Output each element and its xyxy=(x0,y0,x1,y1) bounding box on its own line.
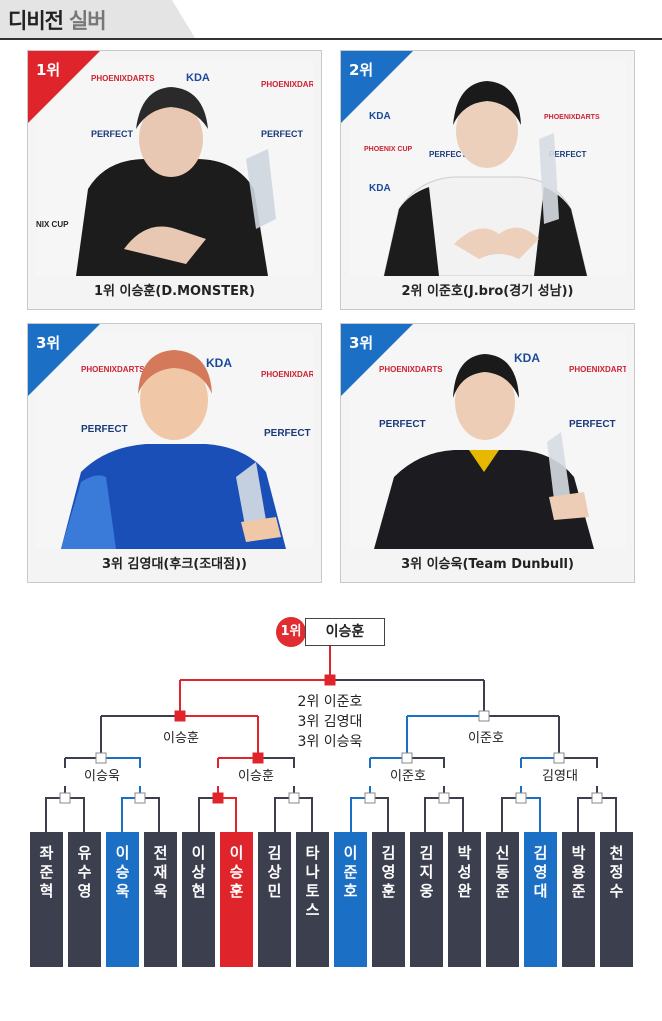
page-subtitle: 실버 xyxy=(68,9,107,33)
svg-text:KDA: KDA xyxy=(369,111,391,122)
photo-illustration: PHOENIXDARTS KDA PHOENIXDARTS PERFECT PE… xyxy=(349,332,626,549)
junction-marker xyxy=(252,752,264,764)
winner-caption: 3위 이승욱(Team Dunbull) xyxy=(401,557,574,572)
rank-badge: 3위 xyxy=(341,324,413,396)
svg-text:NIX CUP: NIX CUP xyxy=(36,220,69,229)
svg-text:PHOENIXDARTS: PHOENIXDARTS xyxy=(379,365,443,374)
junction-marker xyxy=(59,792,71,804)
svg-text:PHOENIXDARTS: PHOENIXDARTS xyxy=(544,114,600,121)
junction-marker xyxy=(95,752,107,764)
junction-marker xyxy=(515,792,527,804)
svg-text:PHOENIXDARTS: PHOENIXDARTS xyxy=(261,80,313,89)
svg-text:PERFECT: PERFECT xyxy=(81,424,128,435)
junction-marker xyxy=(174,710,186,722)
svg-text:PHOENIXDARTS: PHOENIXDARTS xyxy=(81,365,145,374)
winner-caption: 3위 김영대(후크(조대점)) xyxy=(102,557,247,572)
winner-card-4: PHOENIXDARTS KDA PHOENIXDARTS PERFECT PE… xyxy=(340,323,635,583)
champion-name: 이승훈 xyxy=(305,618,385,646)
header-divider xyxy=(0,38,662,40)
junction-marker xyxy=(212,792,224,804)
champion-rank-badge: 1위 xyxy=(276,617,306,647)
photo-illustration: PHOENIXDARTS KDA PHOENIXDARTS PERFECT PE… xyxy=(36,332,313,549)
standings-summary: 2위 이준호 3위 김영대 3위 이승욱 xyxy=(280,692,380,752)
svg-text:KDA: KDA xyxy=(206,356,232,370)
tournament-bracket: 1위 이승훈 2위 이준호 3위 김영대 3위 이승욱 이승훈 이준호 이승욱 … xyxy=(0,600,662,1021)
winner-photo-1: PHOENIXDARTS KDA PHOENIXDARTS PERFECT PE… xyxy=(36,59,313,276)
quarterfinal-winner-1: 이승욱 xyxy=(62,768,142,786)
svg-text:PERFECT: PERFECT xyxy=(549,150,586,159)
quarterfinal-winner-4: 김영대 xyxy=(520,768,600,786)
quarterfinal-winner-2: 이승훈 xyxy=(216,768,296,786)
winner-caption: 1위 이승훈(D.MONSTER) xyxy=(93,284,255,299)
svg-text:PHOENIX CUP: PHOENIX CUP xyxy=(364,146,413,153)
winner-caption: 2위 이준호(J.bro(경기 성남)) xyxy=(401,284,574,299)
winner-photo-4: PHOENIXDARTS KDA PHOENIXDARTS PERFECT PE… xyxy=(349,332,626,549)
svg-text:PHOENIXDARTS: PHOENIXDARTS xyxy=(569,365,626,374)
svg-text:KDA: KDA xyxy=(369,183,391,194)
svg-text:PERFECT: PERFECT xyxy=(261,129,304,139)
junction-marker xyxy=(401,752,413,764)
junction-marker xyxy=(288,792,300,804)
svg-text:KDA: KDA xyxy=(186,72,210,84)
header-tab xyxy=(0,0,195,38)
svg-text:PERFECT: PERFECT xyxy=(91,129,134,139)
junction-marker xyxy=(478,710,490,722)
quarterfinal-winner-3: 이준호 xyxy=(368,768,448,786)
svg-text:KDA: KDA xyxy=(514,351,540,365)
svg-text:PERFECT: PERFECT xyxy=(429,150,466,159)
junction-marker xyxy=(134,792,146,804)
svg-text:PERFECT: PERFECT xyxy=(264,428,311,439)
rank-badge: 1위 xyxy=(28,51,100,123)
semifinal-winner-right: 이준호 xyxy=(446,730,526,748)
winner-photo-3: PHOENIXDARTS KDA PHOENIXDARTS PERFECT PE… xyxy=(36,332,313,549)
winner-card-2: KDA PHOENIXDARTS PHOENIX CUP PERFECT PER… xyxy=(340,50,635,310)
junction-marker xyxy=(591,792,603,804)
standing-third-1: 3위 김영대 xyxy=(297,714,363,730)
photo-illustration: PHOENIXDARTS KDA PHOENIXDARTS PERFECT PE… xyxy=(36,59,313,276)
winner-card-3: PHOENIXDARTS KDA PHOENIXDARTS PERFECT PE… xyxy=(27,323,322,583)
standing-second: 2위 이준호 xyxy=(297,694,363,710)
svg-text:PERFECT: PERFECT xyxy=(379,419,426,430)
junction-marker xyxy=(438,792,450,804)
svg-text:PHOENIXDARTS: PHOENIXDARTS xyxy=(91,74,155,83)
photo-illustration: KDA PHOENIXDARTS PHOENIX CUP PERFECT PER… xyxy=(349,59,626,276)
winner-photo-2: KDA PHOENIXDARTS PHOENIX CUP PERFECT PER… xyxy=(349,59,626,276)
semifinal-winner-left: 이승훈 xyxy=(141,730,221,748)
svg-text:PHOENIXDARTS: PHOENIXDARTS xyxy=(261,370,313,379)
standing-third-2: 3위 이승욱 xyxy=(297,734,363,750)
winner-card-1: PHOENIXDARTS KDA PHOENIXDARTS PERFECT PE… xyxy=(27,50,322,310)
junction-marker xyxy=(553,752,565,764)
rank-badge: 3위 xyxy=(28,324,100,396)
junction-marker xyxy=(364,792,376,804)
rank-badge: 2위 xyxy=(341,51,413,123)
svg-text:PERFECT: PERFECT xyxy=(569,419,616,430)
junction-marker xyxy=(324,674,336,686)
bracket-lines xyxy=(45,644,617,832)
